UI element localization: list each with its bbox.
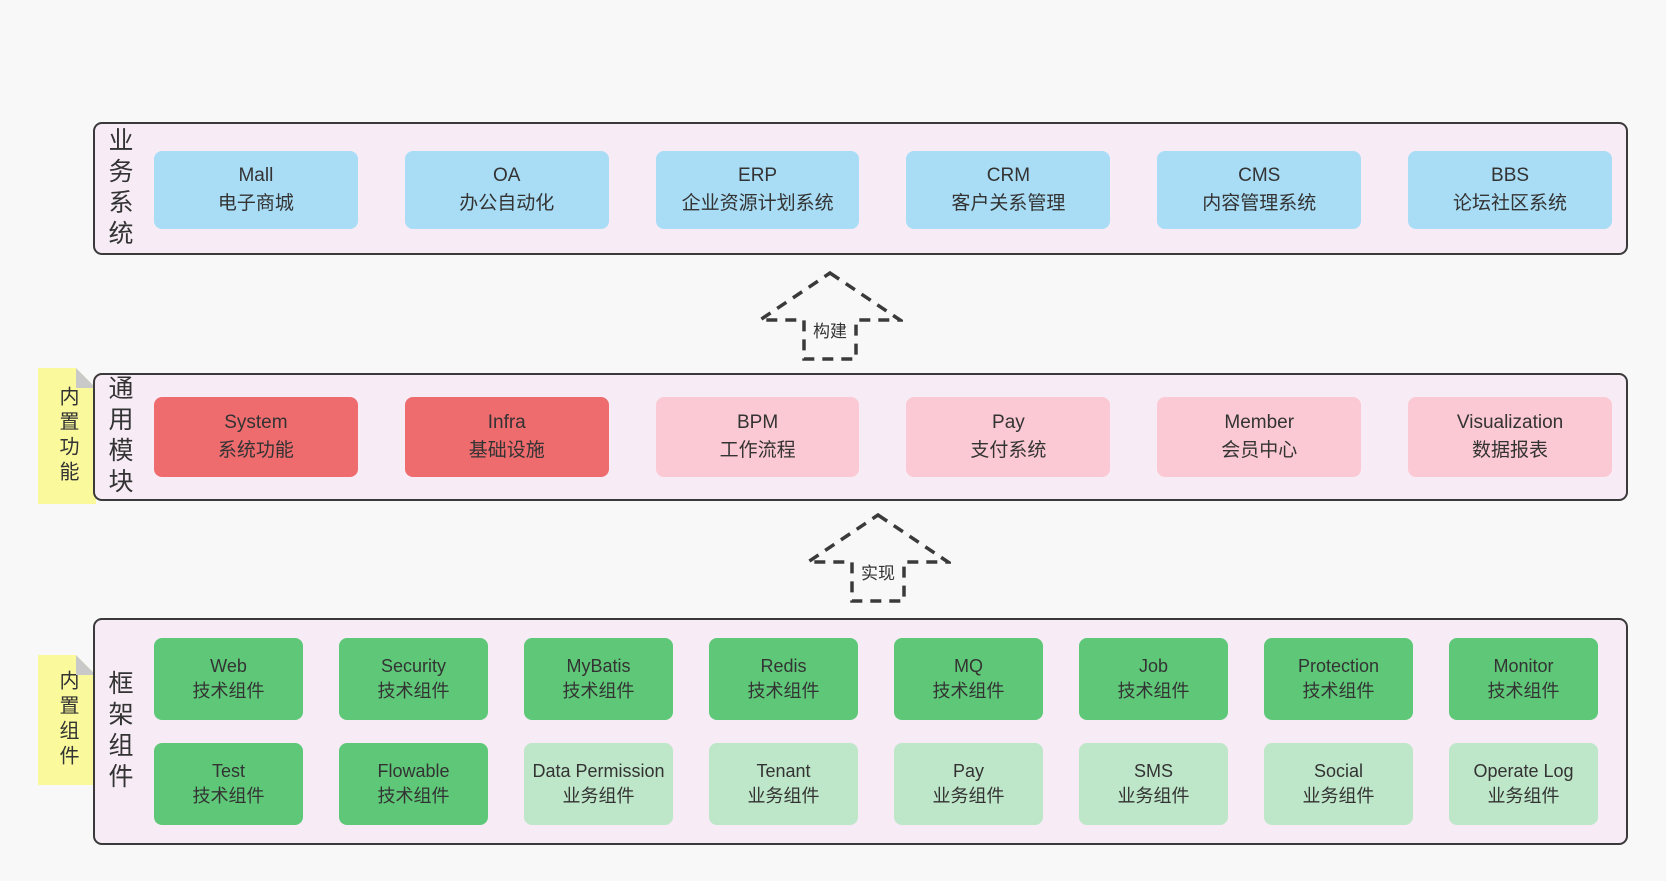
box-web: Web 技术组件 xyxy=(154,638,303,720)
box-title: ERP xyxy=(738,165,778,187)
box-subtitle: 技术组件 xyxy=(1117,681,1190,701)
box-title: Visualization xyxy=(1456,412,1564,434)
box-title: Redis xyxy=(760,655,807,676)
box-title: Pay xyxy=(952,760,985,781)
box-title: Data Permission xyxy=(532,760,665,781)
arrow-implement: 实现 xyxy=(805,512,951,604)
box-title: BBS xyxy=(1491,165,1530,187)
box-erp: ERP 企业资源计划系统 xyxy=(655,151,860,229)
box-subtitle: 论坛社区系统 xyxy=(1453,193,1568,214)
box-title: Security xyxy=(380,655,447,676)
box-subtitle: 办公自动化 xyxy=(459,193,555,214)
box-subtitle: 技术组件 xyxy=(562,681,635,701)
box-crm: CRM 客户关系管理 xyxy=(906,151,1111,229)
box-redis: Redis 技术组件 xyxy=(709,638,858,720)
box-title: SMS xyxy=(1133,760,1173,781)
box-subtitle: 业务组件 xyxy=(1302,786,1375,806)
panel-framework-components: 框架组件 Web 技术组件 Security 技术组件 MyBatis 技术组件… xyxy=(93,618,1628,845)
box-title: System xyxy=(224,412,288,434)
box-subtitle: 系统功能 xyxy=(217,440,294,461)
arrow-implement-label: 实现 xyxy=(857,558,899,585)
box-subtitle: 技术组件 xyxy=(747,681,820,701)
note-built-in-components: 内置组件 xyxy=(38,655,96,785)
box-social: Social 业务组件 xyxy=(1264,743,1413,825)
box-title: CMS xyxy=(1238,165,1281,187)
box-subtitle: 技术组件 xyxy=(1487,681,1560,701)
box-subtitle: 支付系统 xyxy=(970,440,1047,461)
panel-label-framework-components: 框架组件 xyxy=(105,669,133,794)
box-cms: CMS 内容管理系统 xyxy=(1157,151,1362,229)
box-test: Test 技术组件 xyxy=(154,743,303,825)
box-title: Protection xyxy=(1297,655,1380,676)
box-tenant: Tenant 业务组件 xyxy=(709,743,858,825)
box-flowable: Flowable 技术组件 xyxy=(339,743,488,825)
box-system: System 系统功能 xyxy=(154,397,358,477)
box-subtitle: 会员中心 xyxy=(1221,440,1298,461)
box-title: Web xyxy=(210,655,247,676)
box-title: MyBatis xyxy=(566,655,631,676)
dashed-up-arrow-icon xyxy=(757,270,903,361)
box-monitor: Monitor 技术组件 xyxy=(1449,638,1598,720)
box-security: Security 技术组件 xyxy=(339,638,488,720)
box-subtitle: 企业资源计划系统 xyxy=(681,193,834,214)
box-title: Test xyxy=(211,760,245,781)
panel-label-business-systems: 业务系统 xyxy=(105,126,133,251)
box-visualization: Visualization 数据报表 xyxy=(1408,397,1612,477)
box-subtitle: 业务组件 xyxy=(1117,786,1190,806)
box-title: OA xyxy=(493,165,521,187)
box-subtitle: 业务组件 xyxy=(932,786,1005,806)
box-job: Job 技术组件 xyxy=(1079,638,1228,720)
box-subtitle: 电子商城 xyxy=(217,193,294,214)
box-subtitle: 技术组件 xyxy=(932,681,1005,701)
box-subtitle: 技术组件 xyxy=(192,681,265,701)
box-title: Flowable xyxy=(377,760,450,781)
box-title: Mall xyxy=(238,165,274,187)
arrow-build-label: 构建 xyxy=(809,316,851,343)
box-title: BPM xyxy=(736,412,779,434)
box-bbs: BBS 论坛社区系统 xyxy=(1408,151,1612,229)
box-title: MQ xyxy=(954,655,983,676)
box-bpm: BPM 工作流程 xyxy=(655,397,860,477)
panel-common-modules: 通用模块 System 系统功能 Infra 基础设施 BPM 工作流程 Pay… xyxy=(93,373,1628,501)
box-title: Infra xyxy=(487,412,526,434)
box-title: Tenant xyxy=(756,760,811,781)
box-infra: Infra 基础设施 xyxy=(404,397,609,477)
box-member: Member 会员中心 xyxy=(1157,397,1362,477)
box-subtitle: 技术组件 xyxy=(192,786,265,806)
note-built-in-features: 内置功能 xyxy=(38,368,96,504)
box-pay-component: Pay 业务组件 xyxy=(894,743,1043,825)
panel-business-systems: 业务系统 Mall 电子商城 OA 办公自动化 ERP 企业资源计划系统 CRM… xyxy=(93,122,1628,255)
box-sms: SMS 业务组件 xyxy=(1079,743,1228,825)
box-mybatis: MyBatis 技术组件 xyxy=(524,638,673,720)
box-data-permission: Data Permission 业务组件 xyxy=(524,743,673,825)
box-subtitle: 业务组件 xyxy=(562,786,635,806)
box-pay: Pay 支付系统 xyxy=(906,397,1111,477)
box-subtitle: 内容管理系统 xyxy=(1202,193,1317,214)
box-subtitle: 业务组件 xyxy=(1487,786,1560,806)
box-subtitle: 数据报表 xyxy=(1472,440,1549,461)
box-title: CRM xyxy=(986,165,1031,187)
box-title: Operate Log xyxy=(1473,760,1574,781)
panel-label-common-modules: 通用模块 xyxy=(105,375,133,499)
box-title: Social xyxy=(1313,760,1364,781)
box-mall: Mall 电子商城 xyxy=(154,151,358,229)
box-subtitle: 技术组件 xyxy=(1302,681,1375,701)
box-protection: Protection 技术组件 xyxy=(1264,638,1413,720)
box-subtitle: 业务组件 xyxy=(747,786,820,806)
box-subtitle: 基础设施 xyxy=(468,440,545,461)
box-subtitle: 技术组件 xyxy=(377,786,450,806)
box-title: Job xyxy=(1138,655,1169,676)
arrow-build: 构建 xyxy=(757,270,903,362)
box-mq: MQ 技术组件 xyxy=(894,638,1043,720)
box-subtitle: 工作流程 xyxy=(719,440,796,461)
box-oa: OA 办公自动化 xyxy=(404,151,609,229)
box-title: Monitor xyxy=(1493,655,1554,676)
box-subtitle: 客户关系管理 xyxy=(951,193,1066,214)
box-subtitle: 技术组件 xyxy=(377,681,450,701)
dashed-up-arrow-icon xyxy=(805,512,951,603)
box-title: Member xyxy=(1224,412,1295,434)
box-operate-log: Operate Log 业务组件 xyxy=(1449,743,1598,825)
box-title: Pay xyxy=(992,412,1025,434)
